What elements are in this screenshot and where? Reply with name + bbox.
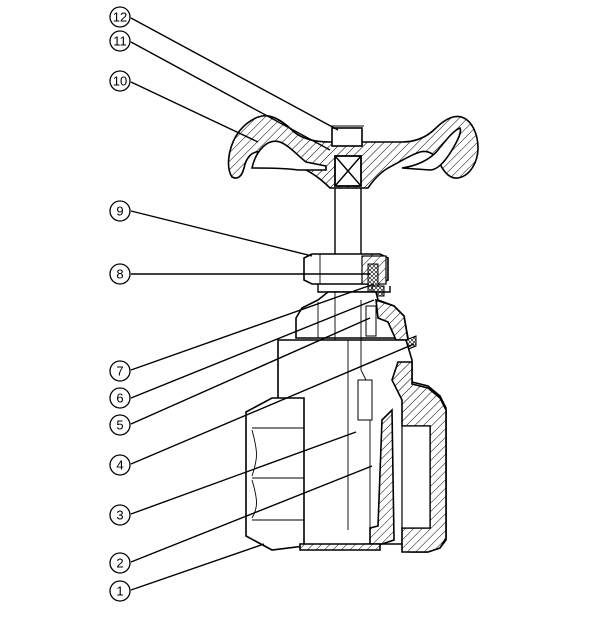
callout-9-label: 9 bbox=[116, 204, 123, 219]
callout-12-label: 12 bbox=[113, 10, 127, 25]
leader-12 bbox=[130, 17, 339, 131]
callout-2: 2 bbox=[109, 552, 131, 574]
leader-7 bbox=[130, 283, 375, 371]
callout-3-label: 3 bbox=[116, 508, 123, 523]
callout-12: 12 bbox=[109, 6, 131, 28]
handwheel bbox=[227, 114, 479, 189]
callout-5: 5 bbox=[109, 414, 131, 436]
callout-10: 10 bbox=[109, 70, 131, 92]
callout-2-label: 2 bbox=[116, 556, 123, 571]
callout-11: 11 bbox=[109, 30, 131, 52]
callout-5-label: 5 bbox=[116, 418, 123, 433]
leader-4 bbox=[130, 343, 415, 465]
callout-1: 1 bbox=[109, 580, 131, 602]
callout-9: 9 bbox=[109, 200, 131, 222]
callout-6-label: 6 bbox=[116, 391, 123, 406]
leader-2 bbox=[130, 465, 373, 563]
leader-3 bbox=[130, 431, 357, 515]
callout-8: 8 bbox=[109, 263, 131, 285]
callout-4: 4 bbox=[109, 454, 131, 476]
stem bbox=[334, 188, 362, 255]
callout-8-label: 8 bbox=[116, 267, 123, 282]
leader-9 bbox=[130, 210, 313, 257]
bonnet bbox=[295, 291, 417, 351]
valve-body bbox=[245, 339, 447, 553]
callout-1-label: 1 bbox=[116, 584, 123, 599]
callout-7-label: 7 bbox=[116, 364, 123, 379]
callout-10-label: 10 bbox=[113, 74, 127, 89]
leader-lines bbox=[130, 17, 415, 591]
callout-11-label: 11 bbox=[113, 34, 127, 49]
leader-11 bbox=[130, 41, 331, 151]
callout-4-label: 4 bbox=[116, 458, 123, 473]
leader-1 bbox=[130, 543, 265, 591]
leader-5 bbox=[130, 317, 371, 425]
callout-6: 6 bbox=[109, 387, 131, 409]
callout-3: 3 bbox=[109, 504, 131, 526]
callout-7: 7 bbox=[109, 360, 131, 382]
leader-10 bbox=[130, 81, 259, 143]
packing-nut bbox=[303, 253, 391, 297]
leader-6 bbox=[130, 299, 375, 399]
